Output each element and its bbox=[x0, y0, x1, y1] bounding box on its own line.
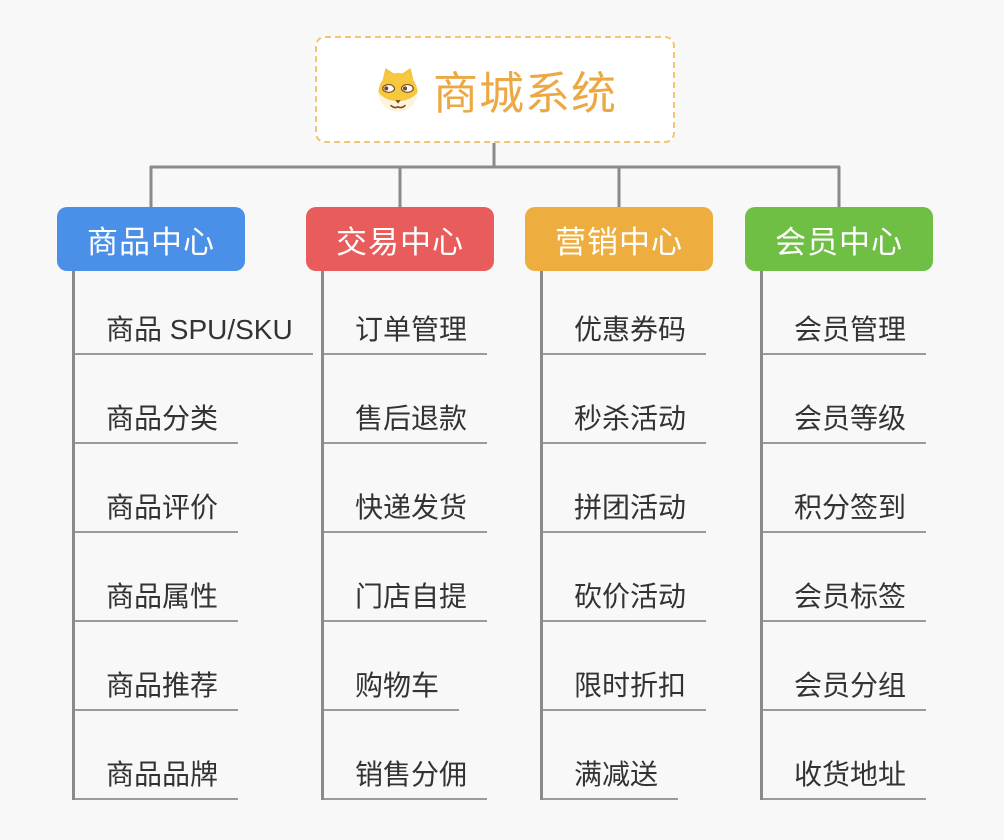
child-node-label: 限时折扣 bbox=[540, 670, 707, 711]
child-node-label: 优惠券码 bbox=[540, 314, 707, 355]
branch-subtree: 优惠券码秒杀活动拼团活动砍价活动限时折扣满减送 bbox=[540, 271, 707, 800]
child-node[interactable]: 商品属性 bbox=[72, 533, 313, 622]
child-node[interactable]: 收货地址 bbox=[760, 711, 927, 800]
branch-subtree: 会员管理会员等级积分签到会员标签会员分组收货地址 bbox=[760, 271, 927, 800]
child-node-label: 商品推荐 bbox=[72, 670, 239, 711]
branch-trunk-line bbox=[540, 271, 543, 800]
branch-node-label: 商品中心 bbox=[87, 224, 215, 260]
child-node[interactable]: 会员等级 bbox=[760, 355, 927, 444]
child-node[interactable]: 商品评价 bbox=[72, 444, 313, 533]
branch-trunk-line bbox=[760, 271, 763, 800]
child-node-label: 积分签到 bbox=[760, 492, 927, 533]
child-node[interactable]: 拼团活动 bbox=[540, 444, 707, 533]
child-node[interactable]: 销售分佣 bbox=[321, 711, 488, 800]
child-node-label: 会员等级 bbox=[760, 403, 927, 444]
child-node-label: 商品分类 bbox=[72, 403, 239, 444]
child-node[interactable]: 会员分组 bbox=[760, 622, 927, 711]
branch-node[interactable]: 会员中心 bbox=[745, 207, 933, 271]
child-node[interactable]: 售后退款 bbox=[321, 355, 488, 444]
child-node[interactable]: 会员管理 bbox=[760, 271, 927, 355]
root-node-label: 商城系统 bbox=[432, 68, 617, 119]
branch-subtree: 订单管理售后退款快递发货门店自提购物车销售分佣 bbox=[321, 271, 488, 800]
child-node[interactable]: 秒杀活动 bbox=[540, 355, 707, 444]
child-node[interactable]: 商品分类 bbox=[72, 355, 313, 444]
child-node-label: 销售分佣 bbox=[321, 759, 488, 800]
branch-node-label: 营销中心 bbox=[555, 224, 683, 260]
child-node[interactable]: 限时折扣 bbox=[540, 622, 707, 711]
branch-node-label: 交易中心 bbox=[336, 224, 464, 260]
child-node[interactable]: 优惠券码 bbox=[540, 271, 707, 355]
child-node[interactable]: 购物车 bbox=[321, 622, 487, 711]
branch-trunk-line bbox=[72, 271, 75, 800]
child-node-label: 门店自提 bbox=[321, 581, 488, 622]
child-node[interactable]: 快递发货 bbox=[321, 444, 488, 533]
branch-node[interactable]: 营销中心 bbox=[525, 207, 713, 271]
root-node[interactable]: 商城系统 bbox=[315, 36, 675, 143]
child-node-label: 快递发货 bbox=[321, 492, 488, 533]
branch-node-label: 会员中心 bbox=[775, 224, 903, 260]
child-node-label: 商品 SPU/SKU bbox=[72, 314, 313, 355]
child-node[interactable]: 门店自提 bbox=[321, 533, 488, 622]
child-node-label: 收货地址 bbox=[760, 759, 927, 800]
child-node-label: 订单管理 bbox=[321, 314, 488, 355]
branch-subtree: 商品 SPU/SKU 商品分类商品评价商品属性商品推荐商品品牌 bbox=[72, 271, 313, 800]
child-node-label: 会员标签 bbox=[760, 581, 927, 622]
shiba-dog-icon bbox=[378, 67, 418, 112]
child-node-label: 满减送 bbox=[540, 759, 679, 800]
child-node[interactable]: 商品 SPU/SKU bbox=[72, 271, 313, 355]
child-node[interactable]: 满减送 bbox=[540, 711, 706, 800]
branch-node[interactable]: 交易中心 bbox=[306, 207, 494, 271]
child-node[interactable]: 订单管理 bbox=[321, 271, 488, 355]
child-node-label: 商品属性 bbox=[72, 581, 239, 622]
child-node-label: 拼团活动 bbox=[540, 492, 707, 533]
child-node-label: 商品评价 bbox=[72, 492, 239, 533]
child-node[interactable]: 商品推荐 bbox=[72, 622, 313, 711]
branch-trunk-line bbox=[321, 271, 324, 800]
branch-node[interactable]: 商品中心 bbox=[57, 207, 245, 271]
child-node-label: 商品品牌 bbox=[72, 759, 239, 800]
child-node-label: 秒杀活动 bbox=[540, 403, 707, 444]
child-node-label: 购物车 bbox=[321, 670, 460, 711]
child-node[interactable]: 积分签到 bbox=[760, 444, 927, 533]
child-node-label: 售后退款 bbox=[321, 403, 488, 444]
child-node-label: 会员管理 bbox=[760, 314, 927, 355]
child-node[interactable]: 会员标签 bbox=[760, 533, 927, 622]
child-node-label: 砍价活动 bbox=[540, 581, 707, 622]
child-node[interactable]: 商品品牌 bbox=[72, 711, 313, 800]
child-node-label: 会员分组 bbox=[760, 670, 927, 711]
child-node[interactable]: 砍价活动 bbox=[540, 533, 707, 622]
